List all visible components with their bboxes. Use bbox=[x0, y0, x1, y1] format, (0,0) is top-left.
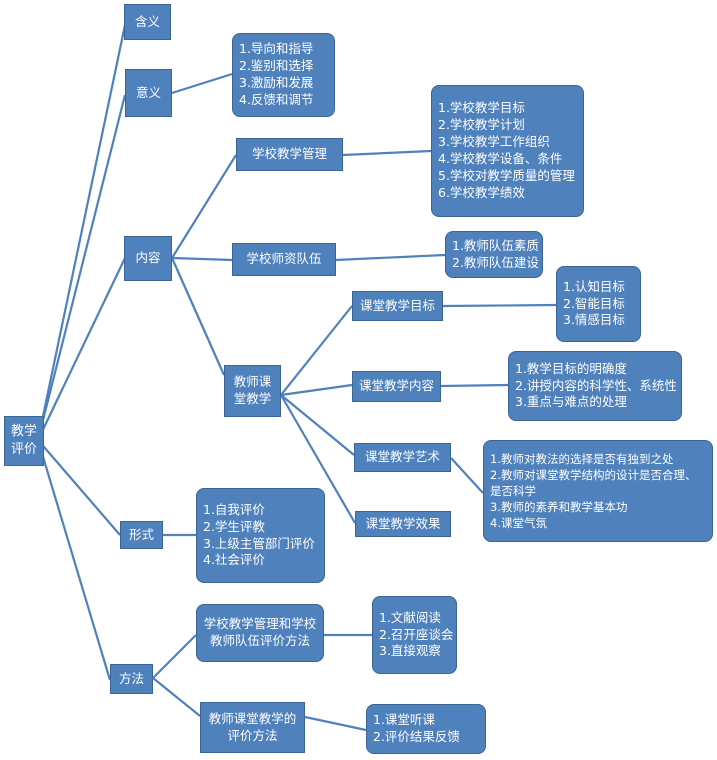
list-item: 3.上级主管部门评价 bbox=[203, 535, 315, 551]
list-item: 3.激励和发展 bbox=[239, 75, 314, 90]
list-item: 1.文献阅读 bbox=[379, 609, 441, 625]
list-item: 6.学校教学绩效 bbox=[438, 184, 525, 200]
list-item: 3.学校教学工作组织 bbox=[438, 134, 550, 150]
list-item: 2.教师队伍建设 bbox=[452, 254, 539, 270]
classroom-goal-list: 1.认知目标 2.智能目标 3.情感目标 bbox=[556, 266, 641, 342]
node-nei-rong: 内容 bbox=[124, 236, 172, 281]
list-item: 2.讲授内容的科学性、系统性 bbox=[515, 377, 677, 393]
list-item: 1.自我评价 bbox=[203, 501, 265, 517]
list-item: 1.课堂听课 bbox=[373, 712, 435, 728]
classroom-method-list: 1.课堂听课 2.评价结果反馈 bbox=[366, 704, 486, 754]
teacher-team-list: 1.教师队伍素质 2.教师队伍建设 bbox=[445, 231, 543, 278]
list-item: 3.直接观察 bbox=[379, 643, 441, 659]
node-school-evaluation-method: 学校教学管理和学校教师队伍评价方法 bbox=[196, 604, 324, 662]
list-item: 1.学校教学目标 bbox=[438, 100, 525, 116]
list-item: 5.学校对教学质量的管理 bbox=[438, 167, 575, 183]
list-item: 2.学生评教 bbox=[203, 518, 265, 534]
xing-shi-list: 1.自我评价 2.学生评教 3.上级主管部门评价 4.社会评价 bbox=[196, 488, 325, 583]
node-han-yi: 含义 bbox=[124, 4, 171, 40]
list-item: 2.评价结果反馈 bbox=[373, 729, 460, 744]
node-xing-shi: 形式 bbox=[120, 521, 163, 549]
node-yi-yi: 意义 bbox=[125, 69, 172, 117]
list-item: 1.导向和指导 bbox=[239, 41, 314, 57]
list-item: 2.智能目标 bbox=[563, 295, 625, 311]
list-item: 2.召开座谈会 bbox=[379, 626, 454, 642]
node-classroom-goal: 课堂教学目标 bbox=[352, 291, 443, 321]
yi-yi-list: 1.导向和指导 2.鉴别和选择 3.激励和发展 4.反馈和调节 bbox=[232, 33, 335, 117]
node-teacher-classroom-teaching: 教师课 堂教学 bbox=[224, 365, 281, 417]
node-fang-fa: 方法 bbox=[110, 664, 153, 694]
list-item: 1.教学目标的明确度 bbox=[515, 360, 627, 376]
school-method-list: 1.文献阅读 2.召开座谈会 3.直接观察 bbox=[372, 596, 457, 674]
node-classroom-effect: 课堂教学效果 bbox=[355, 511, 451, 537]
node-school-teacher-team: 学校师资队伍 bbox=[232, 243, 336, 276]
node-classroom-evaluation-method: 教师课堂教学的 评价方法 bbox=[200, 702, 305, 753]
list-item: 4.社会评价 bbox=[203, 552, 265, 568]
list-item: 4.反馈和调节 bbox=[239, 91, 314, 107]
root-node-teaching-evaluation: 教学 评价 bbox=[4, 416, 44, 466]
list-item: 4.课堂气氛 bbox=[490, 516, 547, 531]
node-school-teaching-management: 学校教学管理 bbox=[236, 138, 343, 171]
node-classroom-content: 课堂教学内容 bbox=[352, 371, 441, 402]
school-management-list: 1.学校教学目标 2.学校教学计划 3.学校教学工作组织 4.学校教学设备、条件… bbox=[431, 85, 584, 217]
list-item: 1.认知目标 bbox=[563, 278, 625, 294]
list-item: 3.教师的素养和教学基本功 bbox=[490, 500, 628, 515]
list-item: 1.教师队伍素质 bbox=[452, 237, 539, 253]
list-item: 1.教师对教法的选择是否有独到之处 bbox=[490, 451, 674, 466]
node-classroom-art: 课堂教学艺术 bbox=[354, 443, 451, 472]
list-item: 2.鉴别和选择 bbox=[239, 58, 314, 74]
list-item: 2.学校教学计划 bbox=[438, 117, 525, 133]
classroom-content-list: 1.教学目标的明确度 2.讲授内容的科学性、系统性 3.重点与难点的处理 bbox=[508, 351, 682, 421]
classroom-art-list: 1.教师对教法的选择是否有独到之处 2.教师对课堂教学结构的设计是否合理、 是否… bbox=[483, 440, 713, 542]
list-item: 4.学校教学设备、条件 bbox=[438, 151, 563, 166]
list-item: 2.教师对课堂教学结构的设计是否合理、 是否科学 bbox=[490, 467, 697, 498]
list-item: 3.重点与难点的处理 bbox=[515, 394, 627, 410]
list-item: 3.情感目标 bbox=[563, 312, 625, 328]
